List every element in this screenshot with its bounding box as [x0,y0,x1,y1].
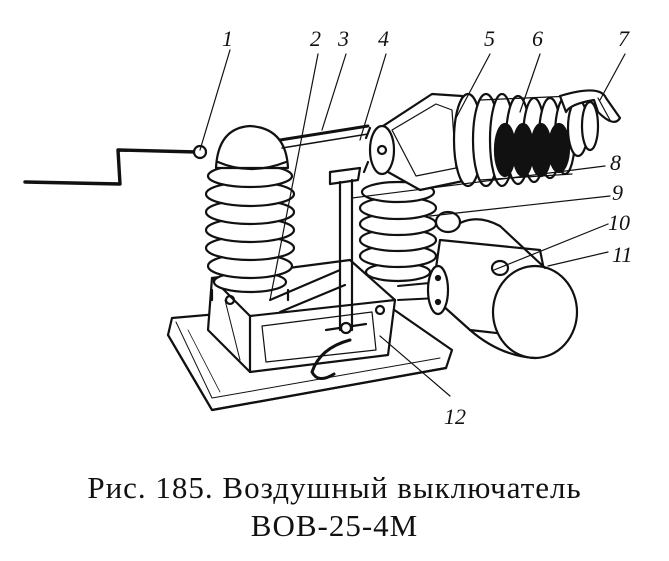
crank-handle [23,144,208,186]
callout-11: 11 [612,242,632,267]
breaker-illustration: 1 2 3 4 5 6 7 8 9 10 11 12 [23,26,632,429]
bracket [268,166,368,335]
callout-2: 2 [310,26,321,51]
callout-3: 3 [337,26,349,51]
callout-8: 8 [610,150,621,175]
callout-1: 1 [222,26,233,51]
left-insulator [204,124,296,302]
leader-lines [199,49,626,397]
callout-12: 12 [444,404,466,429]
hose [310,338,352,380]
callout-6: 6 [532,26,543,51]
callout-5: 5 [484,26,495,51]
figure-caption: Рис. 185. Воздушный выключатель [87,470,582,505]
air-tank [430,210,579,360]
callout-9: 9 [612,180,623,205]
right-insulator [358,180,438,283]
link-rod [278,124,370,149]
callout-7: 7 [618,26,630,51]
exhaust-nozzle [558,89,622,123]
figure-model-name: ВОВ-25-4М [250,508,419,543]
callout-10: 10 [608,210,630,235]
callout-4: 4 [378,26,389,51]
arc-chamber [362,92,600,192]
pipe-flange [397,264,450,316]
callout-labels: 1 2 3 4 5 6 7 8 9 10 11 12 [222,26,632,429]
